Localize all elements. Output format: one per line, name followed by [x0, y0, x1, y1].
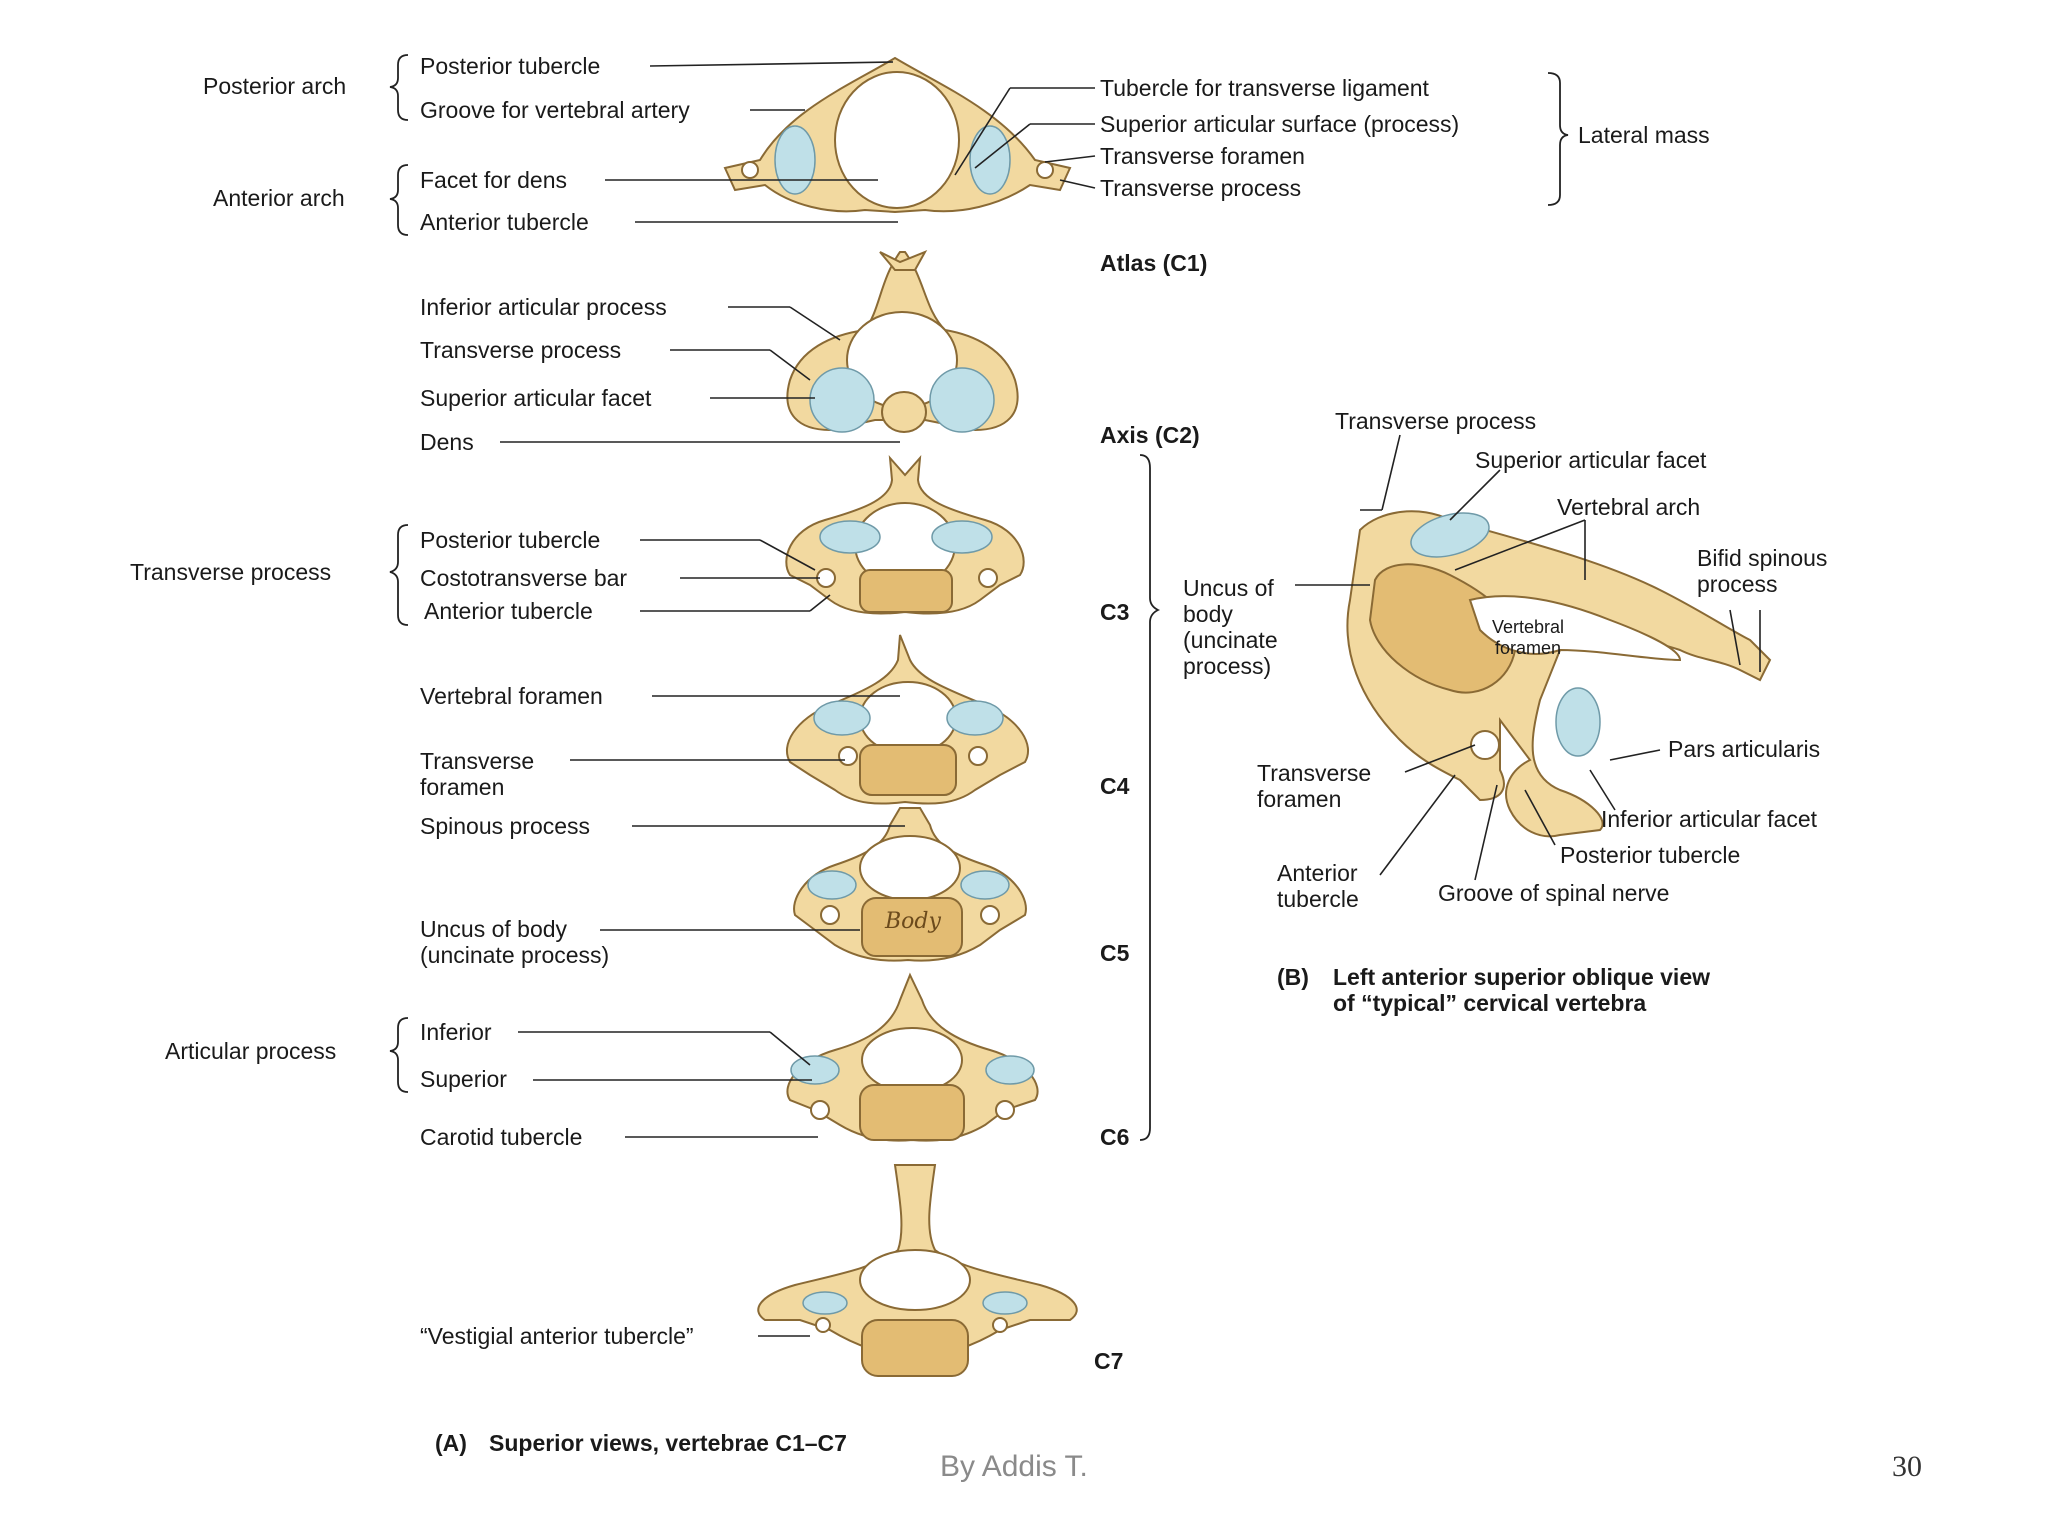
- leader-lines-panel-b: [1295, 434, 1761, 881]
- label-superior-articular-surface: Superior articular surface (process): [1100, 111, 1460, 137]
- label-costotransverse-bar: Costotransverse bar: [420, 565, 628, 591]
- leader-lines-panel-a: [500, 61, 1096, 1337]
- label-spinous-process: Spinous process: [420, 813, 591, 839]
- vertebra-label-c4: C4: [1100, 773, 1130, 799]
- label-b-vertebral-foramen: Vertebral foramen: [1492, 617, 1565, 658]
- label-b-transverse-process: Transverse process: [1335, 408, 1537, 434]
- caption-b-tag: (B): [1277, 964, 1309, 990]
- page-number: 30: [1892, 1450, 1922, 1483]
- label-b-vertebral-arch: Vertebral arch: [1557, 494, 1701, 520]
- label-transverse-foramen-c4: Transverse foramen: [420, 748, 535, 800]
- vertebra-label-c7: C7: [1094, 1348, 1124, 1374]
- label-transverse-process-c1: Transverse process: [1100, 175, 1302, 201]
- label-groove-vertebral-artery: Groove for vertebral artery: [420, 97, 690, 123]
- label-vestigial-anterior-tubercle: “Vestigial anterior tubercle”: [420, 1323, 694, 1349]
- atlas-c1-drawing: [723, 56, 1072, 214]
- lateral-mass-group-label: Lateral mass: [1578, 122, 1710, 148]
- label-anterior-tubercle-c3: Anterior tubercle: [424, 598, 593, 624]
- label-carotid-tubercle: Carotid tubercle: [420, 1124, 583, 1150]
- caption-a: Superior views, vertebrae C1–C7: [489, 1430, 847, 1456]
- label-braces: [389, 54, 1569, 1141]
- label-b-anterior-tubercle: Anterior tubercle: [1277, 860, 1359, 912]
- label-b-pars-articularis: Pars articularis: [1668, 736, 1821, 762]
- label-b-bifid-spinous-process: Bifid spinous process: [1697, 545, 1828, 597]
- footer-author: By Addis T.: [940, 1450, 1088, 1483]
- label-b-transverse-foramen: Transverse foramen: [1257, 760, 1372, 812]
- vertebra-label-c3: C3: [1100, 599, 1130, 625]
- label-posterior-tubercle-c3: Posterior tubercle: [420, 527, 601, 553]
- transverse-process-group-label: Transverse process: [130, 559, 332, 585]
- label-tubercle-transverse-ligament: Tubercle for transverse ligament: [1100, 75, 1429, 101]
- label-superior-articular-facet-c2: Superior articular facet: [420, 385, 652, 411]
- c3-drawing: [785, 455, 1025, 615]
- label-transverse-process-c2: Transverse process: [420, 337, 622, 363]
- vertebra-label-c6: C6: [1100, 1124, 1130, 1150]
- posterior-arch-group-label: Posterior arch: [203, 73, 347, 99]
- caption-a-tag: (A): [435, 1430, 467, 1456]
- label-inferior-articular-process: Inferior articular process: [420, 294, 667, 320]
- vertebra-label-c2: Axis (C2): [1100, 422, 1200, 448]
- label-b-inferior-articular-facet: Inferior articular facet: [1601, 806, 1818, 832]
- label-inferior: Inferior: [420, 1019, 492, 1045]
- label-uncus-of-body: Uncus of body (uncinate process): [420, 916, 610, 968]
- articular-process-group-label: Articular process: [165, 1038, 337, 1064]
- label-b-posterior-tubercle: Posterior tubercle: [1560, 842, 1741, 868]
- label-b-uncus-of-body: Uncus of body (uncinate process): [1183, 575, 1278, 679]
- body-inscription: Body: [885, 909, 941, 934]
- caption-b: Left anterior superior oblique view of “…: [1333, 964, 1711, 1016]
- c7-drawing: [757, 1164, 1078, 1377]
- label-dens: Dens: [420, 429, 474, 455]
- label-vertebral-foramen: Vertebral foramen: [420, 683, 603, 709]
- c5-drawing: [793, 807, 1027, 962]
- vertebra-label-c1: Atlas (C1): [1100, 250, 1208, 276]
- vertebra-label-c5: C5: [1100, 940, 1130, 966]
- oblique-vertebra-drawing: [1346, 510, 1772, 838]
- c6-drawing: [786, 972, 1039, 1142]
- label-superior: Superior: [420, 1066, 507, 1092]
- label-posterior-tubercle-c1: Posterior tubercle: [420, 53, 601, 79]
- label-b-groove-of-spinal-nerve: Groove of spinal nerve: [1438, 880, 1670, 906]
- label-b-superior-articular-facet: Superior articular facet: [1475, 447, 1707, 473]
- c4-drawing: [785, 634, 1030, 805]
- label-facet-for-dens: Facet for dens: [420, 167, 568, 193]
- anterior-arch-group-label: Anterior arch: [213, 185, 345, 211]
- axis-c2-drawing: [786, 250, 1019, 433]
- label-transverse-foramen-c1: Transverse foramen: [1100, 143, 1305, 169]
- label-anterior-tubercle-c1: Anterior tubercle: [420, 209, 589, 235]
